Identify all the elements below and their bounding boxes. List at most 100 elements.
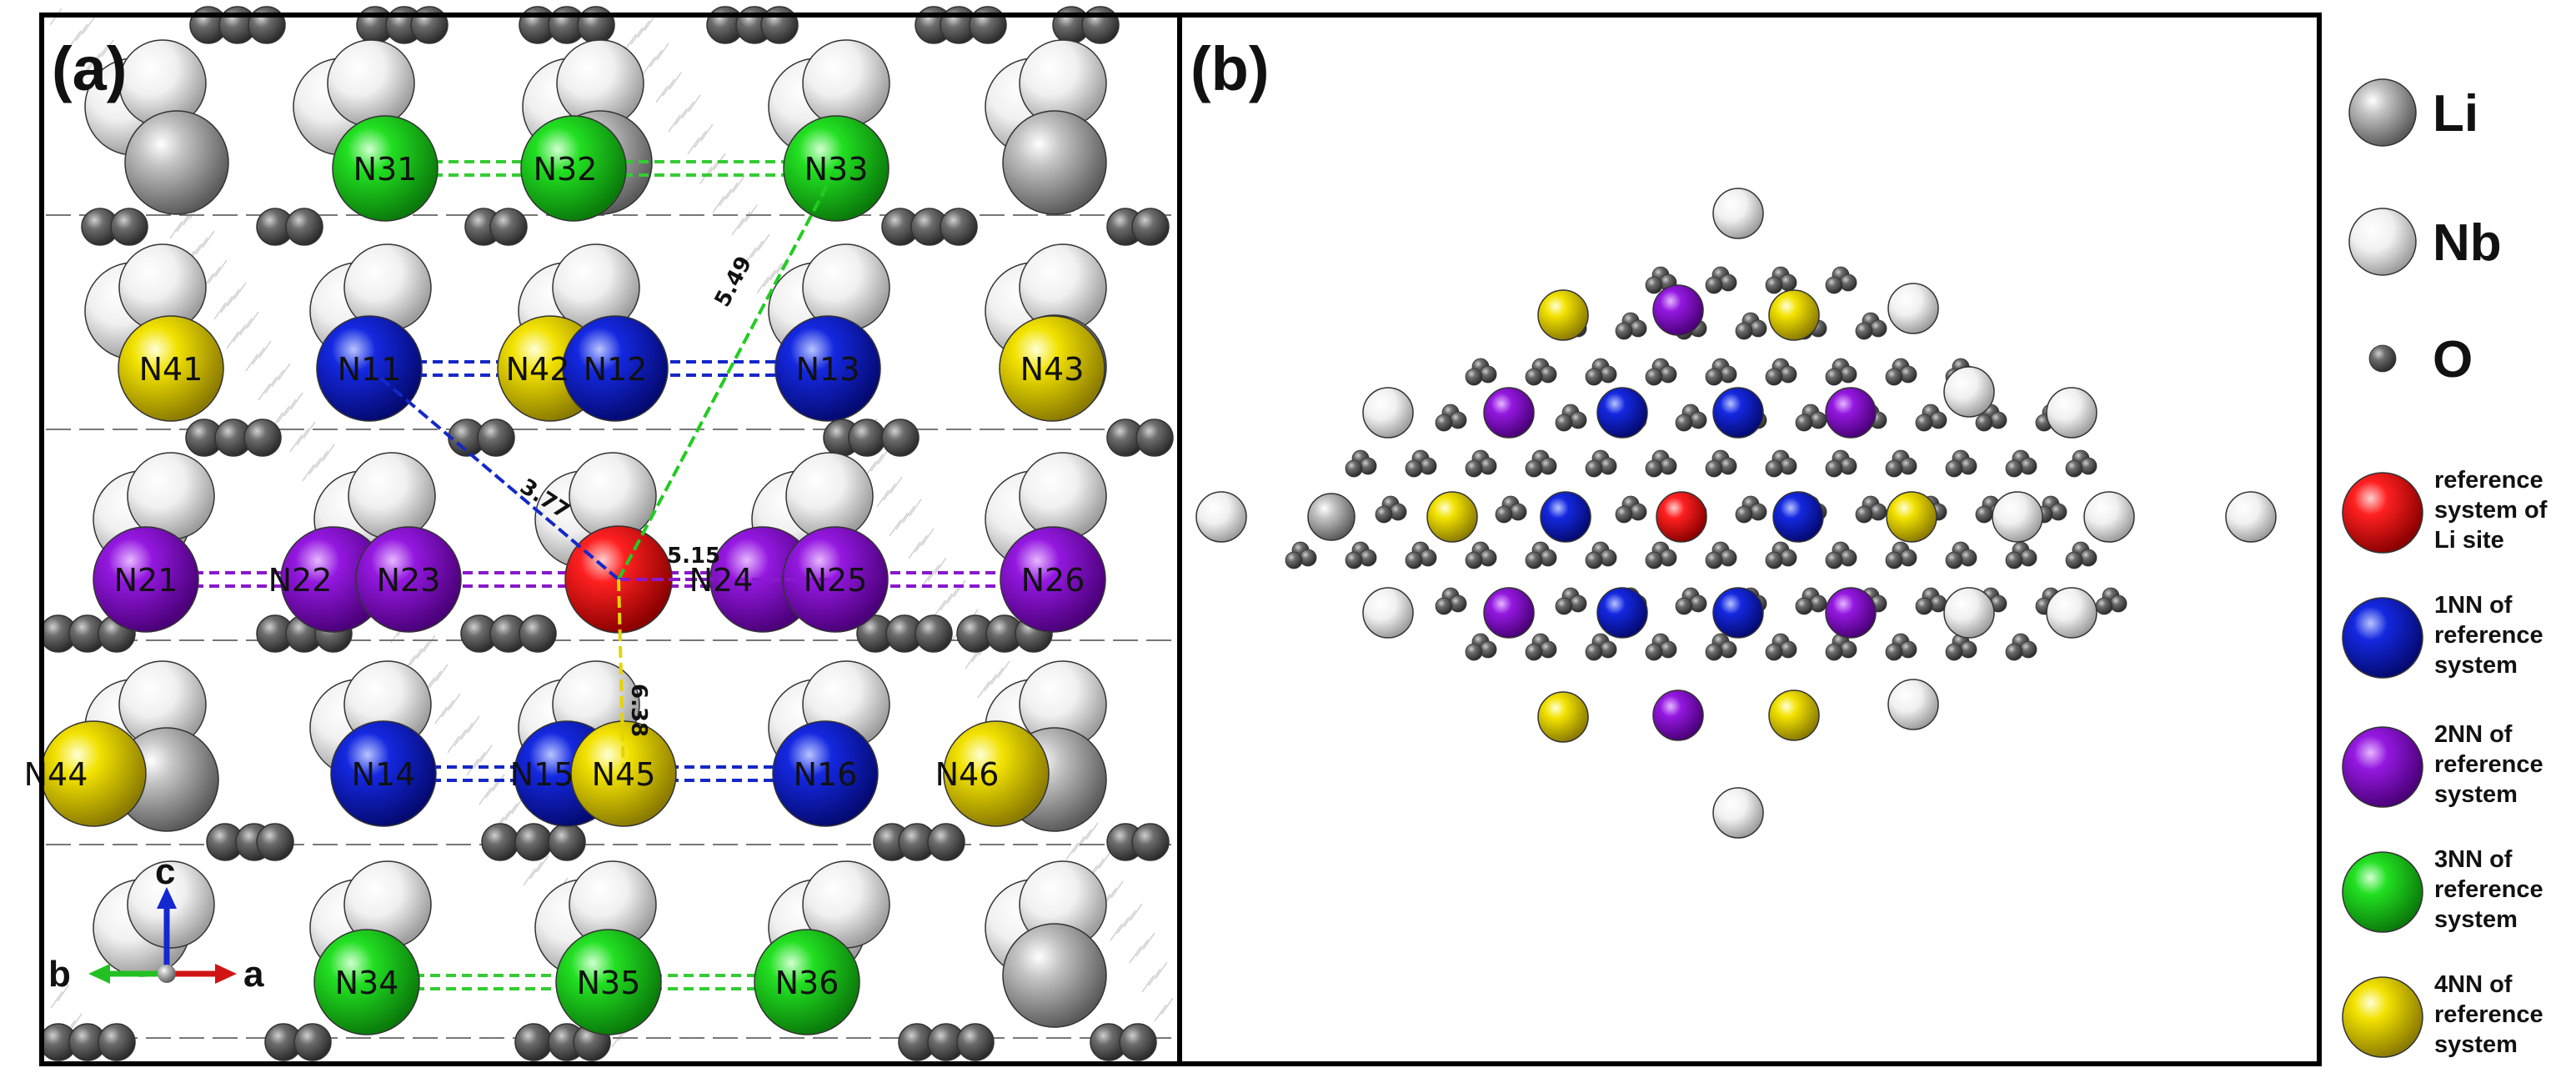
lattice-hatch-line bbox=[252, 347, 265, 365]
site-atom-n16 bbox=[772, 720, 879, 827]
o-atom bbox=[1675, 414, 1693, 432]
lattice-hatch-line bbox=[258, 383, 271, 401]
o-atom bbox=[1945, 551, 1963, 569]
lattice-hatch-line bbox=[1123, 910, 1136, 928]
o-atom bbox=[1899, 457, 1917, 475]
nb-atom bbox=[348, 452, 436, 540]
site-label: N15 bbox=[510, 756, 574, 793]
o-atom bbox=[1569, 594, 1587, 613]
legend-o-swatch bbox=[2368, 344, 2397, 373]
nb-atom bbox=[1943, 366, 1995, 418]
o-atom bbox=[1345, 551, 1363, 569]
lattice-hatch-line bbox=[454, 729, 467, 747]
yellow-shell-atom bbox=[1886, 491, 1937, 543]
nb-atom bbox=[2083, 491, 2135, 543]
lattice-hatch-line bbox=[933, 599, 946, 618]
panel-b: (b) bbox=[1177, 13, 2322, 1066]
o-atom bbox=[1779, 273, 1797, 292]
lattice-hatch-line bbox=[908, 541, 921, 559]
o-atom bbox=[1345, 459, 1363, 478]
lattice-hatch-line bbox=[214, 259, 228, 278]
lattice-hatch-line bbox=[428, 670, 442, 689]
site-label: N34 bbox=[335, 965, 399, 1001]
o-atom bbox=[1389, 503, 1407, 521]
purple-shell-atom bbox=[1483, 587, 1535, 639]
distance-line bbox=[617, 168, 838, 580]
nb-atom bbox=[2225, 491, 2277, 543]
lattice-hatch-line bbox=[1072, 835, 1085, 854]
legend-description-line: system bbox=[2434, 906, 2518, 933]
lattice-hatch-line bbox=[302, 464, 315, 482]
lattice-hatch-line bbox=[315, 450, 328, 469]
lattice-hatch-line bbox=[763, 269, 776, 288]
o-atom bbox=[285, 208, 323, 246]
o-atom bbox=[514, 1023, 553, 1061]
o-atom bbox=[1569, 411, 1587, 429]
purple-shell-atom bbox=[1652, 284, 1704, 336]
lattice-hatch-line bbox=[669, 72, 682, 90]
lattice-hatch-line bbox=[769, 263, 783, 281]
site-label: N32 bbox=[534, 151, 598, 188]
o-atom bbox=[1599, 457, 1617, 475]
legend-description-line: Li site bbox=[2434, 527, 2504, 554]
lattice-hatch-line bbox=[997, 660, 1010, 679]
o-atom bbox=[1735, 322, 1753, 340]
lattice-hatch-line bbox=[965, 651, 978, 669]
o-atom bbox=[1645, 643, 1663, 661]
o-atom bbox=[1509, 503, 1527, 521]
lattice-hatch-line bbox=[731, 218, 744, 236]
yellow-shell-atom bbox=[1426, 491, 1478, 543]
lattice-hatch-line bbox=[674, 108, 688, 126]
o-atom bbox=[1869, 319, 1887, 338]
site-atom-n35 bbox=[555, 929, 662, 1035]
o-atom bbox=[1765, 368, 1783, 386]
o-atom bbox=[1719, 457, 1737, 475]
legend-purple-swatch bbox=[2342, 726, 2423, 808]
o-atom bbox=[243, 419, 282, 457]
lattice-hatch-line bbox=[984, 674, 997, 692]
o-atom bbox=[1885, 643, 1903, 661]
lattice-hatch-line bbox=[1130, 903, 1143, 921]
o-atom bbox=[1779, 365, 1797, 384]
nb-atom bbox=[1943, 587, 1995, 639]
o-atom bbox=[489, 208, 528, 246]
lattice-hatch-line bbox=[1135, 939, 1149, 957]
o-atom bbox=[1585, 459, 1603, 478]
lattice-hatch-line bbox=[681, 101, 694, 119]
o-atom bbox=[1419, 549, 1437, 567]
site-label: N42 bbox=[506, 351, 570, 388]
distance-line bbox=[368, 367, 620, 581]
o-atom bbox=[969, 6, 1007, 44]
legend-blue-swatch bbox=[2342, 597, 2423, 679]
blue-shell-atom bbox=[1772, 491, 1824, 543]
lattice-hatch-line bbox=[1098, 851, 1111, 870]
o-atom bbox=[956, 1023, 995, 1061]
legend-description-line: reference bbox=[2434, 622, 2543, 649]
o-atom bbox=[1929, 411, 1947, 429]
o-atom bbox=[1465, 551, 1483, 569]
o-atom bbox=[1945, 643, 1963, 661]
o-atom bbox=[1885, 551, 1903, 569]
purple-shell-atom bbox=[1652, 689, 1704, 741]
o-atom bbox=[1465, 643, 1483, 661]
blue-shell-atom bbox=[1712, 587, 1764, 639]
legend-description-line: reference bbox=[2434, 751, 2543, 778]
legend-description-line: reference bbox=[2434, 1001, 2543, 1028]
o-atom bbox=[481, 823, 519, 861]
lattice-hatch-line bbox=[655, 85, 669, 103]
lattice-hatch-line bbox=[895, 512, 909, 530]
o-atom bbox=[1525, 643, 1543, 661]
o-atom bbox=[2005, 643, 2023, 661]
o-atom bbox=[1825, 459, 1843, 478]
o-atom bbox=[1765, 643, 1783, 661]
o-atom bbox=[1435, 597, 1453, 615]
b-axis-label: b bbox=[48, 954, 71, 995]
li-atom bbox=[1002, 110, 1107, 215]
lattice-hatch-line bbox=[1065, 842, 1079, 860]
o-atom bbox=[1705, 551, 1723, 569]
site-label: N11 bbox=[338, 351, 402, 388]
o-atom bbox=[915, 614, 953, 653]
site-label: N41 bbox=[139, 351, 203, 388]
site-label: N44 bbox=[24, 756, 88, 793]
